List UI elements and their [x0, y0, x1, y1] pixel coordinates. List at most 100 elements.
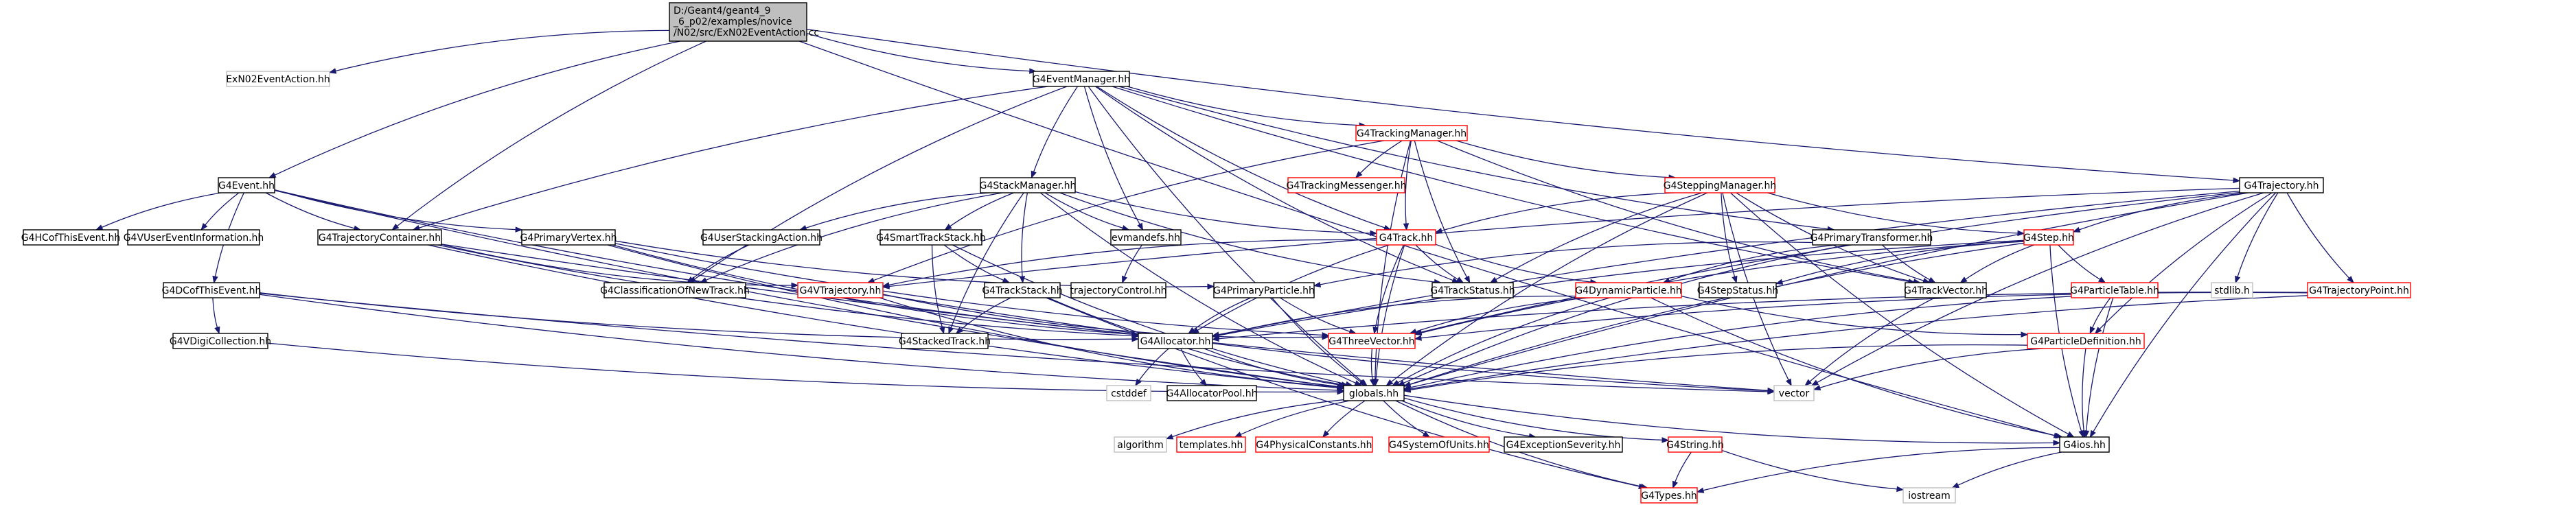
- node-g4primaryparticle[interactable]: G4PrimaryParticle.hh: [1213, 282, 1315, 298]
- node-g4vdigicollection[interactable]: G4VDigiCollection.hh: [170, 333, 271, 349]
- node-label: G4ClassificationOfNewTrack.hh: [600, 285, 750, 296]
- node-g4exceptionseverity[interactable]: G4ExceptionSeverity.hh: [1504, 436, 1623, 453]
- node-g4track[interactable]: G4Track.hh: [1376, 229, 1436, 246]
- node-box: [1070, 282, 1166, 298]
- node-g4stepstatus[interactable]: G4StepStatus.hh: [1697, 282, 1778, 298]
- node-g4allocator[interactable]: G4Allocator.hh: [1138, 333, 1213, 349]
- node-cstddef[interactable]: cstddef: [1106, 385, 1151, 401]
- node-exn02eventaction[interactable]: ExN02EventAction.hh: [226, 71, 330, 87]
- node-box: [984, 282, 1061, 298]
- node-g4trajectorycontainer[interactable]: G4TrajectoryContainer.hh: [317, 229, 442, 246]
- node-label: globals.hh: [1349, 388, 1399, 399]
- node-g4trackstack[interactable]: G4TrackStack.hh: [982, 282, 1063, 298]
- node-label-line: _6_p02/examples/novice: [673, 16, 792, 27]
- node-g4primaryvertex[interactable]: G4PrimaryVertex.hh: [520, 229, 617, 246]
- node-g4primarytransformer[interactable]: G4PrimaryTransformer.hh: [1810, 229, 1933, 246]
- node-box: [23, 229, 119, 246]
- node-g4trackingmanager[interactable]: G4TrackingManager.hh: [1355, 125, 1468, 141]
- node-g4threevector[interactable]: G4ThreeVector.hh: [1328, 333, 1416, 349]
- node-algorithm[interactable]: algorithm: [1114, 436, 1167, 453]
- edge-G4SteppingManager-to-G4TrackStatus: [1489, 192, 1703, 283]
- node-vector[interactable]: vector: [1773, 385, 1815, 401]
- node-label: G4TrajectoryContainer.hh: [319, 233, 441, 244]
- node-box: [1110, 229, 1182, 246]
- edge-G4TrackingManager-to-G4TrackingMessenger: [1355, 140, 1403, 178]
- node-g4types[interactable]: G4Types.hh: [1640, 487, 1698, 504]
- edge-G4Trajectory-to-stdlib: [2235, 192, 2279, 284]
- edge-G4ParticleDefinition-to-vector: [1813, 348, 2044, 391]
- node-g4eventmanager[interactable]: G4EventManager.hh: [1033, 71, 1130, 87]
- node-root[interactable]: D:/Geant4/geant4_9_6_p02/examples/novice…: [669, 2, 819, 42]
- node-g4dcofthisevent[interactable]: G4DCofThisEvent.hh: [162, 282, 262, 298]
- node-g4trackvector[interactable]: G4TrackVector.hh: [1904, 282, 1988, 298]
- edge-G4DynamicParticle-to-G4ios: [1651, 297, 2063, 439]
- node-box: [1902, 487, 1956, 504]
- node-box: [1376, 229, 1436, 246]
- node-label: iostream: [1908, 491, 1951, 502]
- node-g4particletable[interactable]: G4ParticleTable.hh: [2070, 282, 2159, 298]
- node-label: G4SmartTrackStack.hh: [876, 233, 986, 244]
- node-g4stackmanager[interactable]: G4StackManager.hh: [980, 177, 1077, 193]
- node-label: G4Event.hh: [218, 180, 275, 191]
- node-g4smarttrackstack[interactable]: G4SmartTrackStack.hh: [876, 229, 986, 246]
- edge-G4PrimaryParticle-to-globals: [1272, 297, 1367, 386]
- edge-G4PrimaryTransformer-to-globals: [1396, 244, 1848, 386]
- node-templates[interactable]: templates.hh: [1176, 436, 1246, 453]
- edge-G4String-to-iostream: [1721, 449, 1905, 493]
- node-g4steppingmanager[interactable]: G4SteppingManager.hh: [1664, 177, 1776, 193]
- node-globals[interactable]: globals.hh: [1343, 385, 1405, 401]
- edge-G4PrimaryTransformer-to-G4PrimaryParticle: [1313, 241, 1813, 287]
- node-g4trackingmessenger[interactable]: G4TrackingMessenger.hh: [1287, 177, 1407, 193]
- node-g4trajectory[interactable]: G4Trajectory.hh: [2239, 177, 2324, 193]
- node-box: [797, 282, 884, 298]
- node-label: G4Trajectory.hh: [2244, 180, 2319, 191]
- node-trajectorycontrol[interactable]: trajectoryControl.hh: [1070, 282, 1167, 298]
- node-g4trackstatus[interactable]: G4TrackStatus.hh: [1430, 282, 1515, 298]
- node-label: algorithm: [1117, 440, 1164, 451]
- edge-G4StackManager-to-G4Track: [1074, 191, 1378, 237]
- node-g4event[interactable]: G4Event.hh: [218, 177, 275, 193]
- node-box: [980, 177, 1076, 193]
- node-g4classificationofnewtrack[interactable]: G4ClassificationOfNewTrack.hh: [600, 282, 750, 298]
- edge-G4SmartTrackStack-to-G4StackedTrack: [931, 244, 945, 335]
- node-g4dynamicparticle[interactable]: G4DynamicParticle.hh: [1575, 282, 1682, 298]
- node-g4systemofunits[interactable]: G4SystemOfUnits.hh: [1388, 436, 1490, 453]
- node-evmandefs[interactable]: evmandefs.hh: [1110, 229, 1182, 246]
- node-box: [2307, 282, 2411, 298]
- edge-G4StackManager-to-G4SmartTrackStack: [944, 192, 1014, 231]
- edge-G4EventManager-to-G4TrajectoryContainer: [412, 86, 1048, 231]
- node-box: [1176, 436, 1246, 453]
- node-box: [1138, 333, 1213, 349]
- node-box: [702, 229, 820, 246]
- edge-G4EventManager-to-G4StackManager: [1031, 86, 1079, 179]
- node-g4physicalconstants[interactable]: G4PhysicalConstants.hh: [1255, 436, 1373, 453]
- edge-G4TrackVector-to-vector: [1804, 297, 1935, 386]
- node-g4particledefinition[interactable]: G4ParticleDefinition.hh: [2027, 333, 2145, 349]
- node-label: evmandefs.hh: [1112, 233, 1180, 244]
- node-label: ExN02EventAction.hh: [226, 74, 330, 85]
- node-label: G4TrackStatus.hh: [1430, 285, 1515, 296]
- edge-globals-to-algorithm: [1165, 399, 1344, 440]
- node-stdlib[interactable]: stdlib.h: [2211, 282, 2253, 298]
- node-box: [172, 333, 268, 349]
- edge-G4Step-to-G4TrackVector: [1959, 244, 2034, 283]
- edge-G4EventManager-to-G4TrackingManager: [1127, 86, 1367, 128]
- node-g4allocatorpool[interactable]: G4AllocatorPool.hh: [1166, 385, 1258, 401]
- node-g4stackedtrack[interactable]: G4StackedTrack.hh: [899, 333, 991, 349]
- node-g4userstackingaction[interactable]: G4UserStackingAction.hh: [700, 229, 823, 246]
- node-g4string[interactable]: G4String.hh: [1666, 436, 1724, 453]
- node-label: G4PhysicalConstants.hh: [1256, 440, 1372, 451]
- edge-G4Trajectory-to-G4ios: [2089, 192, 2277, 438]
- node-iostream[interactable]: iostream: [1902, 487, 1956, 504]
- node-g4hcofthisevent[interactable]: G4HCofThisEvent.hh: [21, 229, 120, 246]
- node-box: [2071, 282, 2159, 298]
- node-box: [1664, 177, 1775, 193]
- edge-G4TrajectoryPoint-to-G4ThreeVector: [1414, 292, 2308, 341]
- node-label: G4TrackVector.hh: [1904, 285, 1988, 296]
- node-g4vtrajectory[interactable]: G4VTrajectory.hh: [797, 282, 884, 298]
- node-g4step[interactable]: G4Step.hh: [2023, 229, 2074, 246]
- node-g4vusereventinformation[interactable]: G4VUserEventInformation.hh: [124, 229, 264, 246]
- node-g4ios[interactable]: G4ios.hh: [2059, 436, 2110, 453]
- node-g4trajectorypoint[interactable]: G4TrajectoryPoint.hh: [2307, 282, 2411, 298]
